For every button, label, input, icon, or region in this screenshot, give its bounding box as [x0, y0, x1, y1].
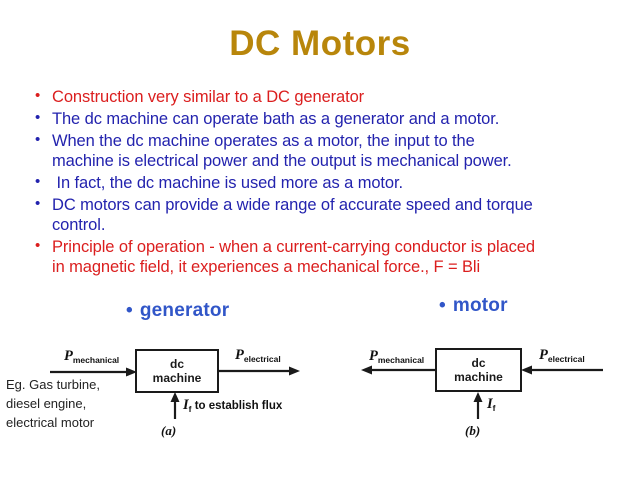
bullet-item: DC motors can provide a wide range of ac…	[32, 194, 535, 235]
i-symbol: I	[487, 396, 493, 412]
bullet-line: control.	[52, 216, 106, 234]
note-line: electrical motor	[6, 415, 95, 430]
bullet-line: Construction very similar to a DC genera…	[52, 88, 365, 106]
bullet-item: The dc machine can operate bath as a gen…	[32, 108, 535, 129]
motor-heading-label: motor	[452, 295, 508, 316]
box-label-line: dc	[471, 356, 486, 370]
i-symbol: I	[183, 397, 189, 413]
bullet-line: Principle of operation - when a current-…	[52, 238, 535, 256]
bullet-line: The dc machine can operate bath as a gen…	[52, 110, 500, 128]
bullet-line: in magnetic field, it experiences a mech…	[52, 258, 481, 276]
p-symbol: P	[539, 347, 548, 363]
generator-heading-label: generator	[139, 300, 230, 321]
slide-title: DC Motors	[229, 24, 411, 63]
motor-field-current-label: If	[487, 395, 496, 413]
p-symbol: P	[369, 348, 378, 364]
p-subscript: electrical	[243, 354, 281, 364]
bullet-line: DC motors can provide a wide range of ac…	[52, 196, 533, 214]
bullet-marker: •	[126, 300, 133, 321]
bullet-line: When the dc machine operates as a motor,…	[52, 132, 475, 150]
box-label-line: machine	[454, 370, 503, 384]
p-subscript: mechanical	[72, 355, 120, 365]
bullet-item: Principle of operation - when a current-…	[32, 236, 535, 277]
bullet-line: machine is electrical power and the outp…	[52, 152, 512, 170]
motor-output-power-label: Pmechanical	[369, 347, 424, 365]
note-line: diesel engine,	[6, 396, 87, 411]
bullet-item: In fact, the dc machine is used more as …	[32, 172, 535, 193]
generator-field-current-label: If to establish flux	[183, 396, 282, 414]
bullet-item: Construction very similar to a DC genera…	[32, 86, 535, 107]
motor-heading: • motor	[439, 295, 508, 317]
p-subscript: electrical	[547, 354, 585, 364]
generator-input-power-label: Pmechanical	[64, 347, 119, 365]
i-subscript: f	[492, 403, 496, 413]
p-symbol: P	[235, 347, 244, 363]
bullet-item: When the dc machine operates as a motor,…	[32, 130, 535, 171]
motor-input-power-label: Pelectrical	[539, 346, 585, 364]
i-subscript: f	[188, 404, 192, 414]
p-subscript: mechanical	[377, 355, 425, 365]
generator-heading: • generator	[126, 300, 229, 322]
generator-dc-machine-box: dc machine	[135, 349, 219, 393]
box-label-line: dc	[169, 357, 184, 371]
box-label-line: machine	[152, 371, 202, 385]
motor-caption: (b)	[465, 423, 481, 438]
bullet-line: In fact, the dc machine is used more as …	[52, 174, 403, 192]
generator-caption: (a)	[161, 423, 177, 438]
note-line: Eg. Gas turbine,	[6, 377, 100, 392]
examples-note: Eg. Gas turbine, diesel engine, electric…	[6, 375, 100, 432]
generator-output-power-label: Pelectrical	[235, 346, 281, 364]
field-label-text: to establish flux	[191, 400, 283, 412]
motor-dc-machine-box: dc machine	[435, 348, 522, 392]
p-symbol: P	[64, 348, 73, 364]
bullet-list: Construction very similar to a DC genera…	[32, 86, 535, 279]
bullet-marker: •	[439, 295, 446, 316]
